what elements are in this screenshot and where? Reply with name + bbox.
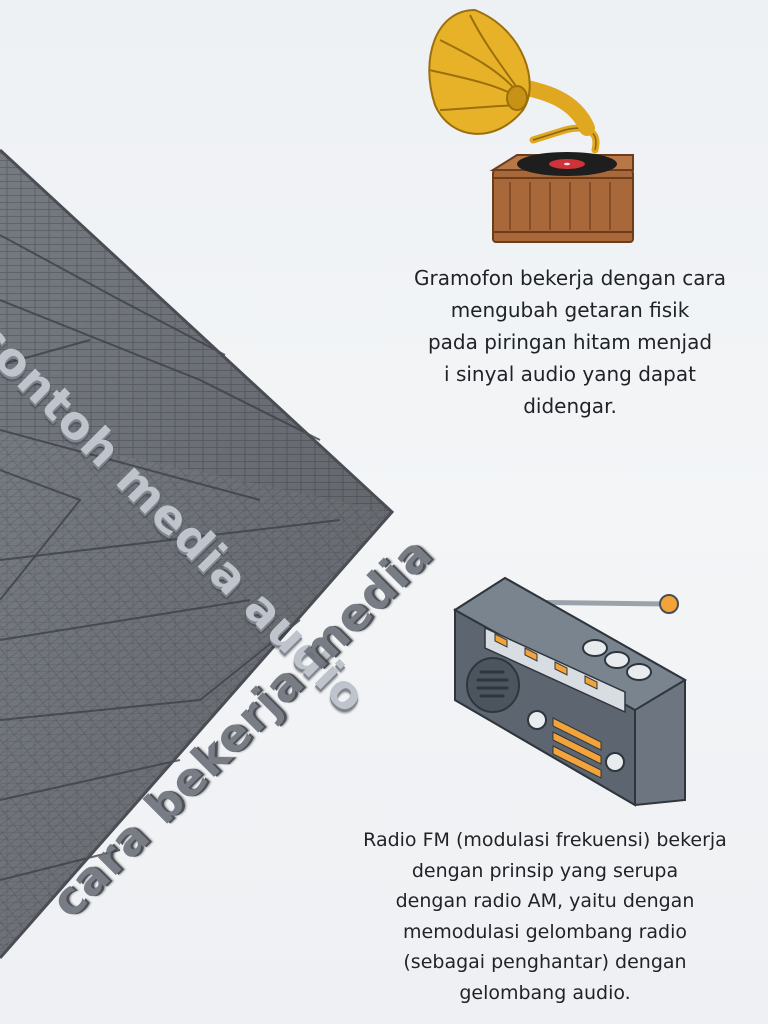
gramophone-icon	[428, 8, 634, 243]
radio-description: Radio FM (modulasi frekuensi) bekerja de…	[363, 829, 727, 1004]
radio-icon	[453, 576, 687, 807]
gramofon-description: Gramofon bekerja dengan cara mengubah ge…	[414, 266, 726, 418]
